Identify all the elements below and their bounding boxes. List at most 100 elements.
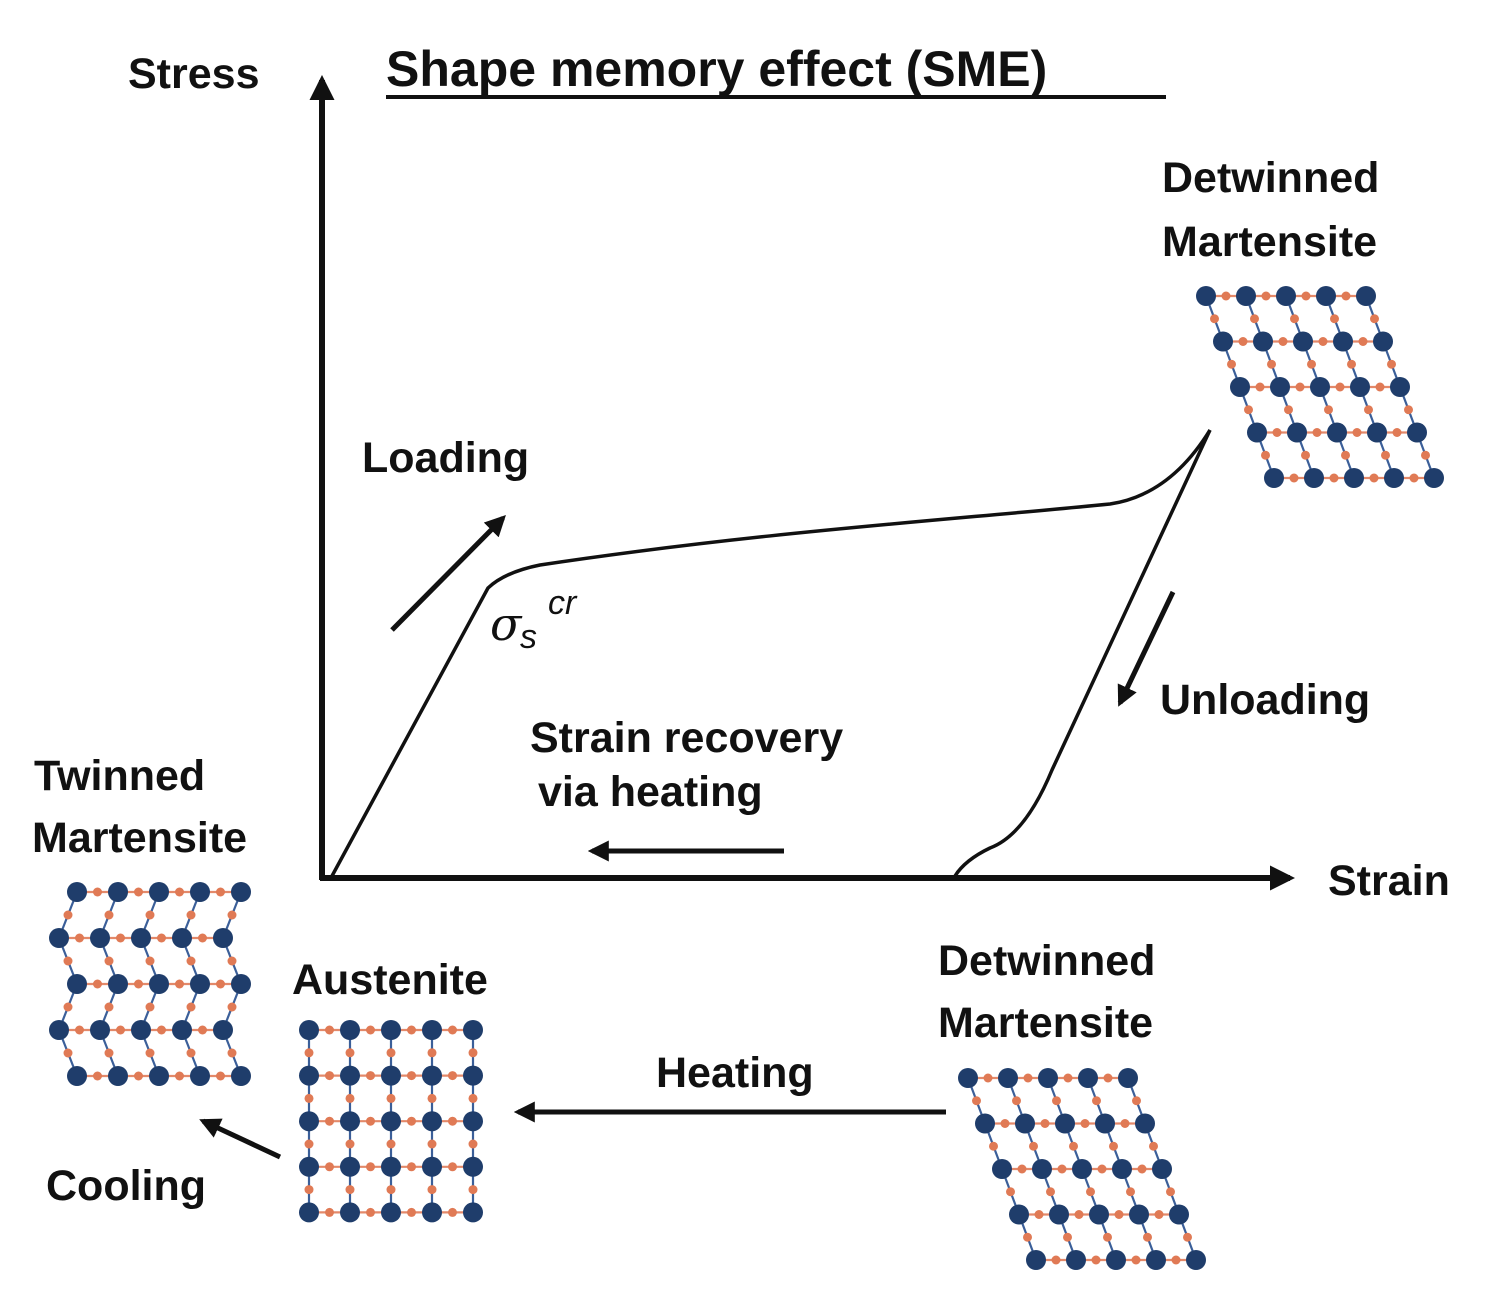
lattice-atom-large: [1270, 377, 1290, 397]
lattice-atom-small: [1063, 1073, 1073, 1083]
lattice-atom-large: [213, 1020, 233, 1040]
lattice-atom-small: [1375, 382, 1385, 392]
lattice-atom-small: [1272, 428, 1282, 437]
critical-stress-symbol: σ: [490, 597, 523, 651]
lattice-atom-small: [427, 1139, 437, 1149]
lattice-atom-small: [104, 1002, 114, 1012]
lattice-atom-small: [186, 1048, 196, 1058]
lattice-atom-small: [1381, 450, 1390, 460]
lattice-atom-small: [145, 1002, 155, 1012]
lattice-atom-small: [1404, 405, 1413, 415]
lattice-atom-small: [1171, 1255, 1181, 1265]
lattice-atom-small: [468, 1139, 478, 1149]
lattice-atom-small: [1103, 1232, 1112, 1242]
twinned-label-line2: Martensite: [32, 814, 247, 862]
lattice-atom-small: [1312, 428, 1322, 437]
lattice-atom-small: [386, 1185, 396, 1195]
lattice-atom-small: [304, 1048, 314, 1058]
lattice-atom-large: [998, 1068, 1018, 1088]
cooling-arrow: [199, 1118, 282, 1160]
lattice-atom-large: [381, 1020, 401, 1040]
lattice-atom-small: [1012, 1096, 1021, 1106]
lattice-atom-small: [1324, 405, 1333, 415]
lattice-atom-large: [463, 1156, 483, 1177]
lattice-atom-small: [157, 1025, 166, 1035]
lattice-atom-large: [958, 1068, 978, 1088]
lattice-atom-large: [1213, 331, 1233, 352]
lattice-atom-small: [1307, 359, 1316, 369]
austenite-lattice: [299, 1020, 483, 1223]
lattice-atom-small: [104, 956, 114, 966]
lattice-atom-small: [1017, 1164, 1027, 1174]
lattice-atom-small: [345, 1048, 355, 1058]
lattice-atom-small: [1289, 473, 1299, 483]
lattice-atom-large: [1333, 331, 1353, 352]
lattice-atom-large: [1152, 1159, 1172, 1179]
lattice-atom-small: [63, 1002, 73, 1012]
loading-arrow: [390, 515, 506, 632]
lattice-atom-large: [299, 1156, 319, 1177]
detwinned-top-label-line1: Detwinned: [1162, 154, 1379, 202]
lattice-atom-small: [304, 1093, 314, 1103]
lattice-atom-small: [468, 1093, 478, 1103]
strain-recovery-label-line1: Strain recovery: [530, 714, 843, 762]
lattice-atom-small: [227, 956, 237, 966]
lattice-atom-large: [172, 928, 192, 948]
lattice-atom-small: [325, 1162, 334, 1172]
lattice-atom-small: [1335, 382, 1345, 392]
lattice-atom-small: [1109, 1141, 1118, 1151]
lattice-atom-large: [67, 1066, 87, 1086]
lattice-atom-small: [93, 887, 102, 897]
lattice-atom-small: [1006, 1187, 1015, 1197]
lattice-atom-small: [1046, 1187, 1055, 1197]
lattice-atom-small: [1103, 1073, 1113, 1083]
lattice-atom-large: [1049, 1204, 1069, 1225]
lattice-atom-large: [1038, 1068, 1058, 1088]
lattice-atom-small: [448, 1207, 457, 1217]
lattice-atom-large: [422, 1065, 442, 1086]
lattice-atom-large: [172, 1020, 192, 1040]
lattice-atom-small: [1329, 473, 1339, 483]
loading-label: Loading: [362, 434, 529, 482]
lattice-atom-large: [299, 1065, 319, 1086]
lattice-atom-large: [67, 882, 87, 902]
lattice-atom-small: [227, 910, 237, 920]
lattice-atom-small: [1137, 1164, 1147, 1174]
lattice-atom-large: [1009, 1204, 1029, 1225]
lattice-atom-small: [216, 887, 225, 897]
lattice-atom-small: [1091, 1255, 1101, 1265]
lattice-atom-large: [1344, 468, 1364, 488]
lattice-atom-large: [1304, 468, 1324, 488]
lattice-atom-small: [448, 1025, 457, 1035]
lattice-atom-small: [63, 956, 73, 966]
lattice-atom-large: [90, 928, 110, 948]
y-axis-label: Stress: [128, 50, 259, 98]
lattice-atom-small: [468, 1048, 478, 1058]
lattice-atom-small: [1057, 1164, 1067, 1174]
lattice-atom-large: [422, 1020, 442, 1040]
lattice-atom-large: [1026, 1250, 1046, 1270]
critical-stress-subscript: s: [520, 618, 537, 656]
lattice-atom-large: [463, 1111, 483, 1132]
lattice-atom-small: [1034, 1210, 1044, 1219]
lattice-atom-large: [1293, 331, 1313, 352]
lattice-atom-small: [1255, 382, 1265, 392]
lattice-atom-small: [227, 1048, 237, 1058]
lattice-atom-small: [345, 1093, 355, 1103]
lattice-atom-large: [149, 882, 169, 902]
lattice-atom-small: [1227, 359, 1236, 369]
lattice-atom-large: [1407, 422, 1427, 443]
lattice-atom-small: [1341, 291, 1351, 301]
lattice-atom-small: [1221, 291, 1231, 301]
lattice-atom-large: [1072, 1159, 1092, 1179]
lattice-atom-small: [1166, 1187, 1175, 1197]
lattice-atom-large: [108, 882, 128, 902]
lattice-atom-small: [407, 1071, 416, 1081]
lattice-atom-small: [386, 1093, 396, 1103]
lattice-atom-small: [304, 1185, 314, 1195]
lattice-atom-small: [216, 1071, 225, 1081]
lattice-atom-large: [49, 928, 69, 948]
lattice-atom-large: [1287, 422, 1307, 443]
lattice-atom-large: [1146, 1250, 1166, 1270]
lattice-atom-large: [1095, 1113, 1115, 1134]
